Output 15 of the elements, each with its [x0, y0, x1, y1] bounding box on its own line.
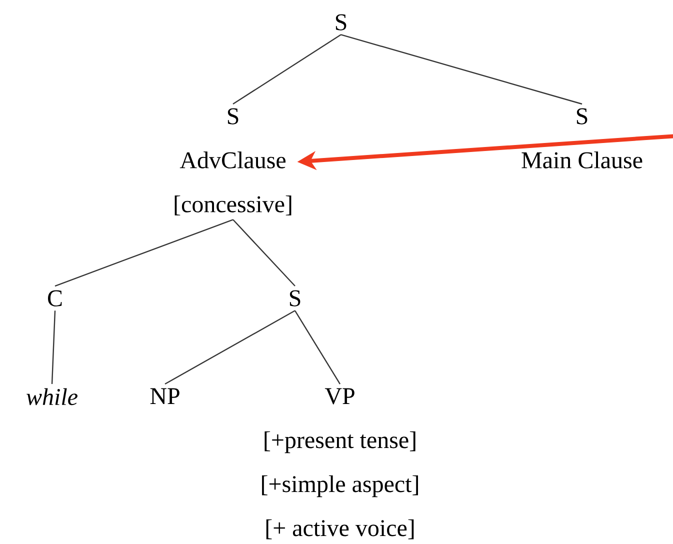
tree-node-label: S [336, 14, 346, 30]
tree-node-label: S Main Clause [522, 108, 642, 168]
tree-node-label: C [48, 290, 62, 306]
tree-branch [340, 34, 582, 105]
tree-node-label: while [26, 388, 78, 406]
tree-node-label: NP [150, 388, 180, 404]
tree-branch [164, 310, 296, 385]
tree-node-label: S [290, 290, 300, 306]
tree-branch [54, 219, 234, 287]
tree-branch [294, 310, 341, 384]
tree-node-label: VP [+present tense] [+simple aspect] [+ active voice] [262, 388, 418, 540]
tree-branch [232, 34, 342, 105]
tree-branch [51, 310, 56, 384]
tree-branch [232, 219, 296, 286]
tree-node-label: S AdvClause [concessive] [174, 108, 292, 216]
